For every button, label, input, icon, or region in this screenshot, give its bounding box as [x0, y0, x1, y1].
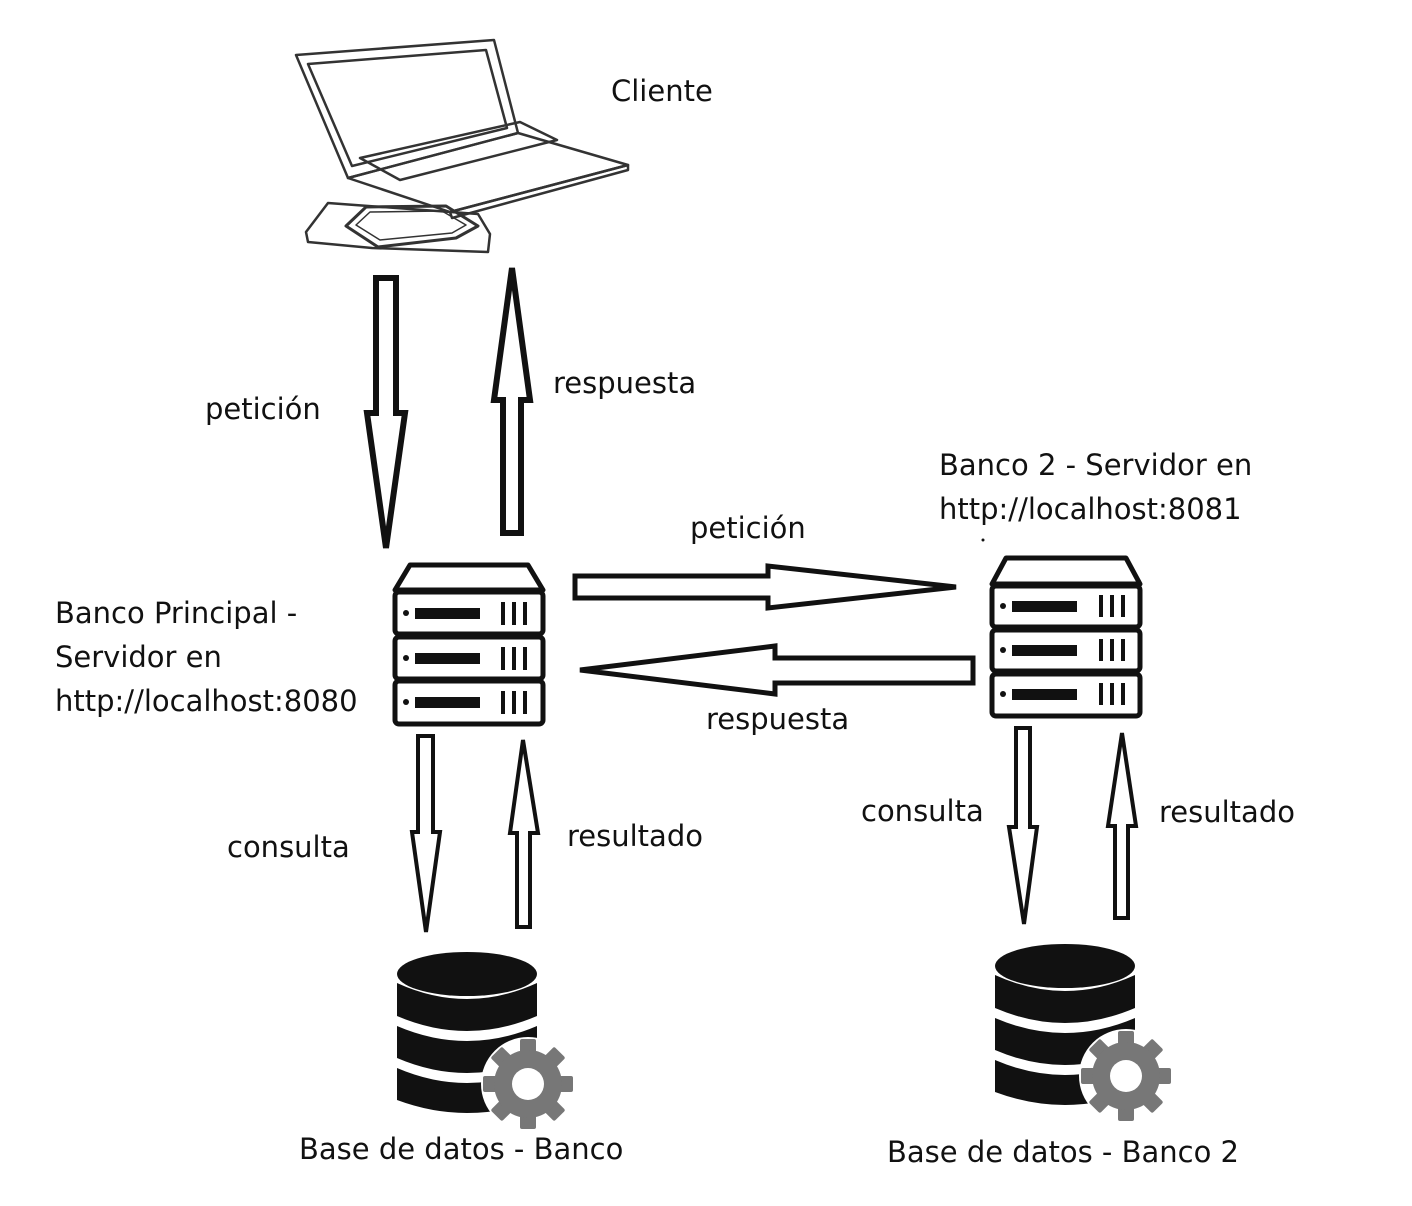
bank2-label-line1: Banco 2 - Servidor en — [939, 448, 1253, 482]
main-bank-label-line3: http://localhost:8080 — [55, 684, 358, 718]
bank2-query-label: consulta — [861, 794, 984, 828]
bank2-result-label: resultado — [1159, 795, 1295, 829]
arrow-client-request — [363, 275, 409, 549]
arrow-bank2-result — [1105, 732, 1139, 920]
client-label: Cliente — [611, 74, 713, 108]
arrow-bank2-response — [579, 643, 976, 697]
stray-dot — [981, 538, 985, 542]
gear-icon — [1079, 1029, 1173, 1123]
arrow-bank2-query — [1006, 726, 1040, 925]
bank2-request-label: petición — [690, 511, 806, 545]
arrow-client-response — [490, 267, 534, 536]
main-query-label: consulta — [227, 830, 350, 864]
main-result-label: resultado — [567, 819, 703, 853]
arrow-main-query — [409, 734, 443, 933]
laptop-with-phone-icon — [294, 38, 630, 254]
client-response-label: respuesta — [553, 366, 697, 400]
db-bank2-icon — [995, 944, 1135, 1105]
db-bank2-label: Base de datos - Banco 2 — [887, 1135, 1240, 1169]
main-bank-server-icon — [392, 562, 546, 727]
arrow-main-result — [507, 739, 541, 929]
main-bank-label-line1: Banco Principal - — [55, 596, 298, 630]
arrow-bank2-request — [572, 563, 957, 611]
bank2-label-line2: http://localhost:8081 — [939, 492, 1242, 526]
bank2-server-icon — [989, 555, 1143, 719]
bank2-response-label: respuesta — [706, 702, 850, 736]
main-bank-label-line2: Servidor en — [55, 640, 222, 674]
db-main-label: Base de datos - Banco — [299, 1132, 624, 1166]
gear-icon — [481, 1037, 575, 1131]
client-request-label: petición — [205, 392, 321, 426]
